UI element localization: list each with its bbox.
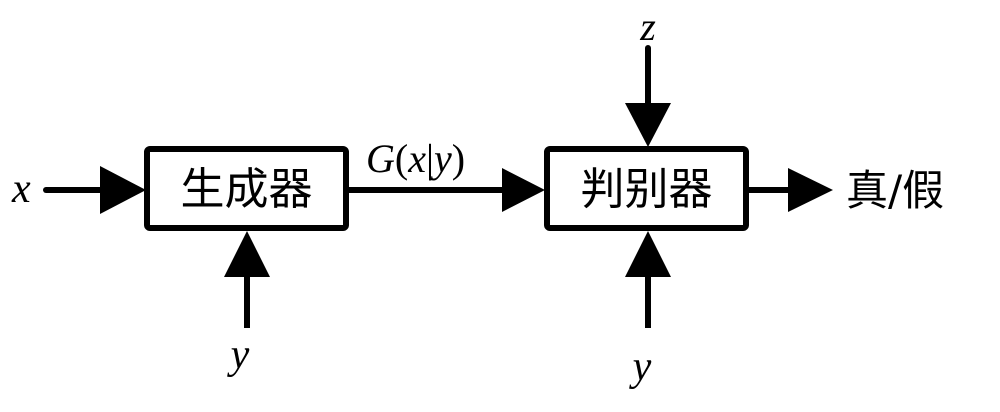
generator-label: 生成器 [181,164,313,215]
arrowhead-z-to-discriminator [625,103,671,147]
g-bar: | [426,136,434,181]
discriminator-condition-y-label: y [629,344,652,390]
g-close-paren: ) [452,136,465,181]
generator-output-label: G(x|y) [366,136,465,181]
output-separator: / [888,166,903,215]
g-func: G [366,136,395,181]
input-x-label: x [11,166,31,212]
arrowhead-y-to-discriminator [625,231,671,277]
arrowhead-output [788,168,833,212]
discriminator-box [544,146,749,231]
g-arg-y: y [430,136,452,181]
generator-condition-y-label: y [227,332,250,378]
output-fake: 假 [902,166,944,215]
noise-z-label: z [639,4,656,49]
output-real: 真 [846,166,888,215]
generator-block: 生成器 [144,146,349,231]
generator-box [144,146,349,231]
arrowhead-x-to-generator [100,166,146,214]
discriminator-label: 判别器 [581,164,713,215]
g-arg-x: x [407,136,426,181]
discriminator-block: 判别器 [544,146,749,231]
arrowhead-y-to-generator [224,231,270,277]
g-open-paren: ( [395,136,408,181]
output-label: 真/假 [846,166,944,215]
arrowhead-generator-to-discriminator [502,168,545,212]
